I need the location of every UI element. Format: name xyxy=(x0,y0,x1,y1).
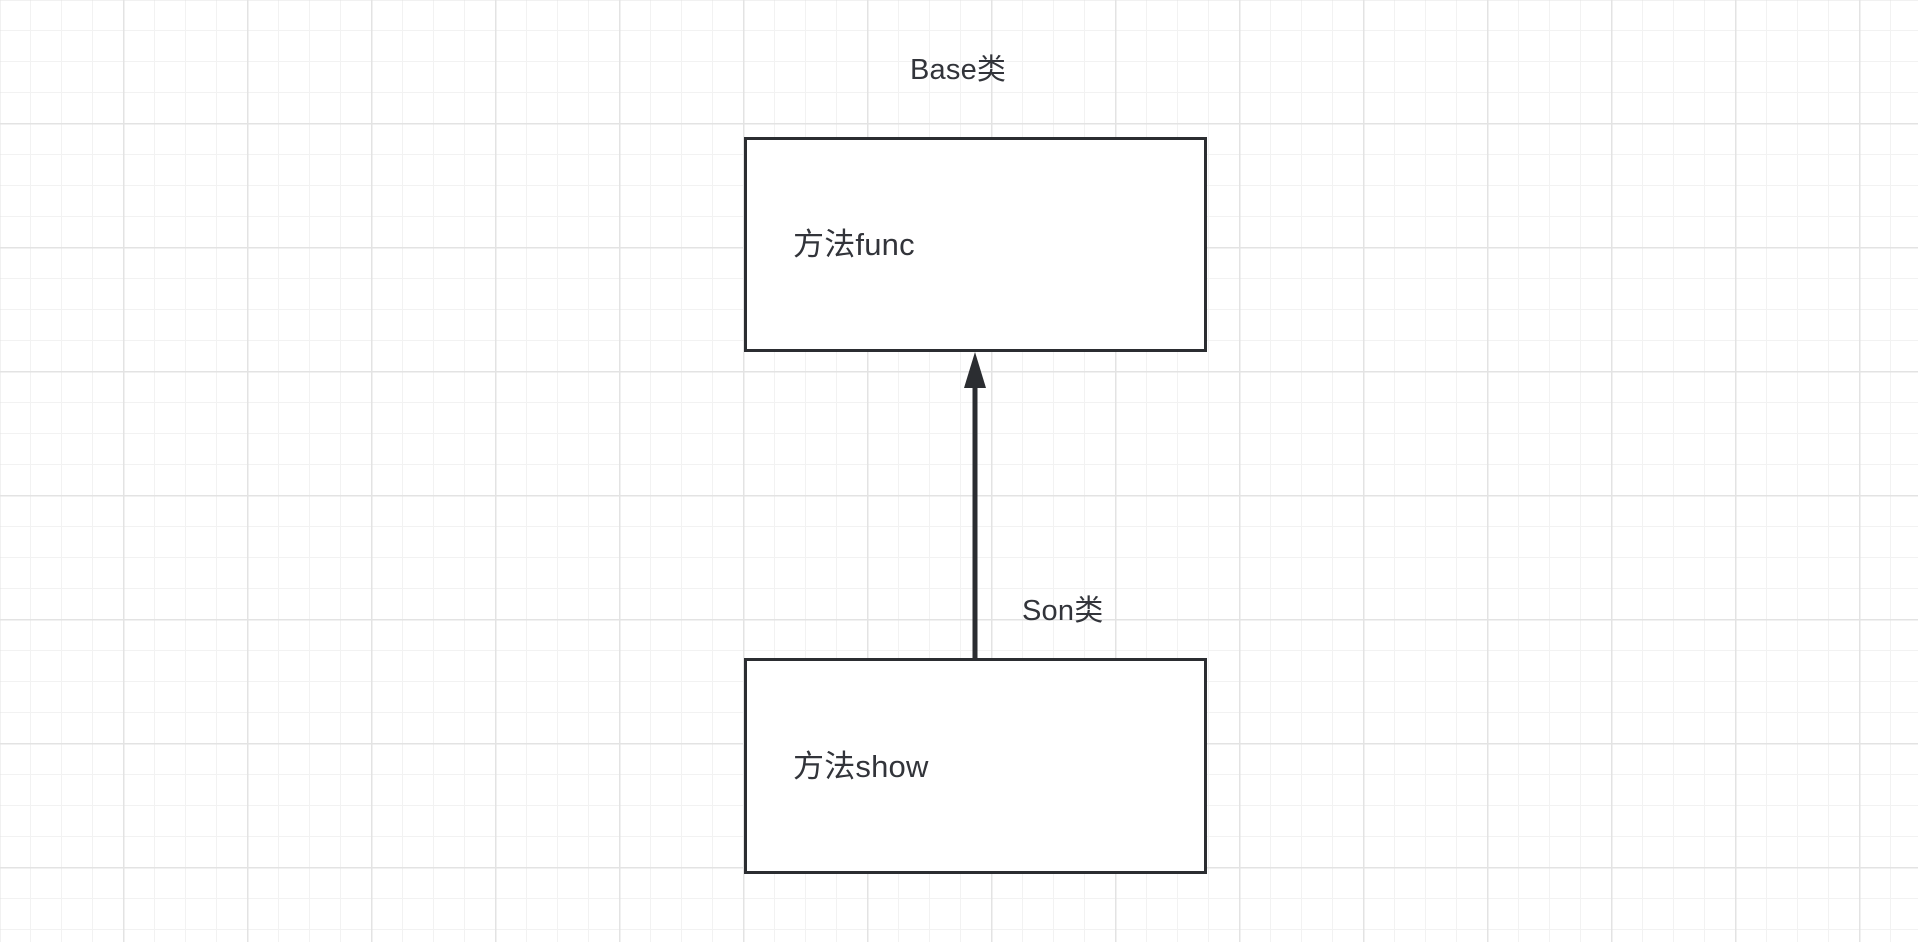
son-class-method-text: 方法show xyxy=(793,748,929,784)
son-class-box[interactable]: 方法show xyxy=(744,658,1207,874)
inheritance-arrowhead-icon xyxy=(964,352,986,388)
son-class-label: Son类 xyxy=(1022,595,1104,627)
base-class-method-text: 方法func xyxy=(793,227,915,262)
base-class-box[interactable]: 方法func xyxy=(744,137,1207,352)
base-class-label: Base类 xyxy=(910,54,1007,86)
